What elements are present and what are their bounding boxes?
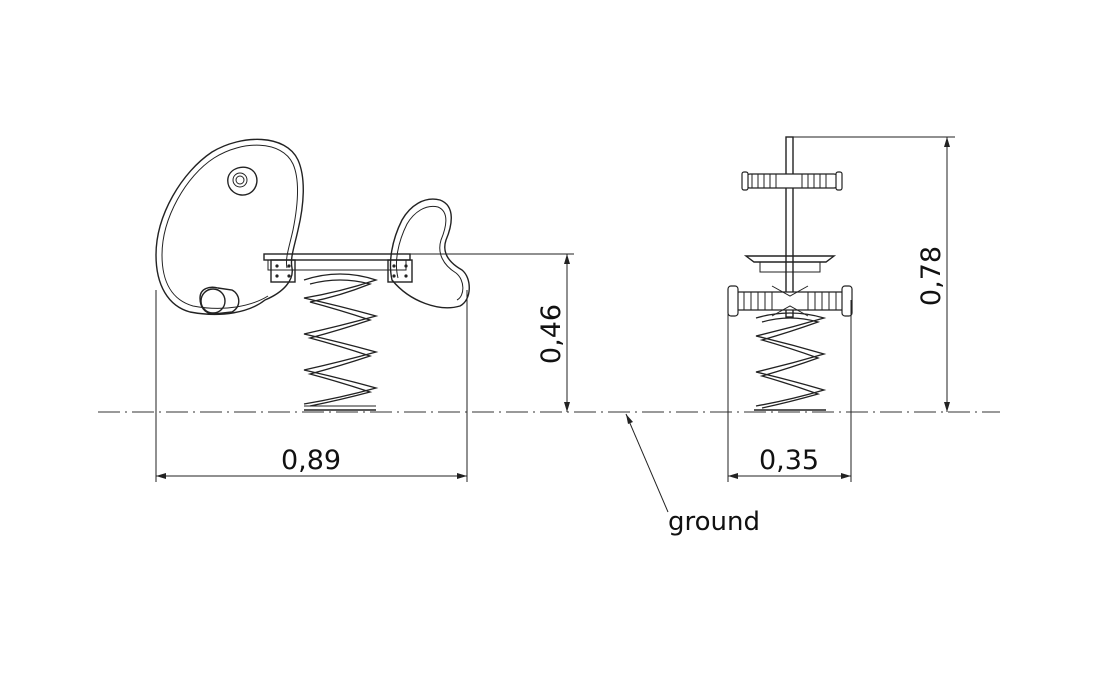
center-panel <box>785 136 794 318</box>
front-spring <box>754 312 827 411</box>
rear-bracket <box>387 259 413 283</box>
front-bracket <box>270 259 296 283</box>
dimension-front-width <box>727 300 852 482</box>
seat-height-label: 0,46 <box>536 304 567 364</box>
ground-label: ground <box>668 507 760 537</box>
dimension-side-width <box>155 290 468 482</box>
eye-mark <box>227 166 258 196</box>
total-height-label: 0,78 <box>916 246 947 306</box>
fish-head-panel <box>155 138 304 315</box>
dimension-total-height <box>793 136 955 412</box>
lower-foot-bar <box>727 285 853 317</box>
tail-fin <box>389 198 470 309</box>
dimension-seat-height <box>410 253 574 412</box>
side-spring <box>303 273 379 411</box>
front-view <box>727 136 853 411</box>
front-seat <box>743 255 837 263</box>
ground-leader <box>625 413 669 513</box>
side-width-label: 0,89 <box>281 445 341 476</box>
upper-handle <box>741 171 843 191</box>
front-width-label: 0,35 <box>759 445 819 476</box>
side-view <box>155 138 470 411</box>
seat-plate <box>263 253 411 261</box>
